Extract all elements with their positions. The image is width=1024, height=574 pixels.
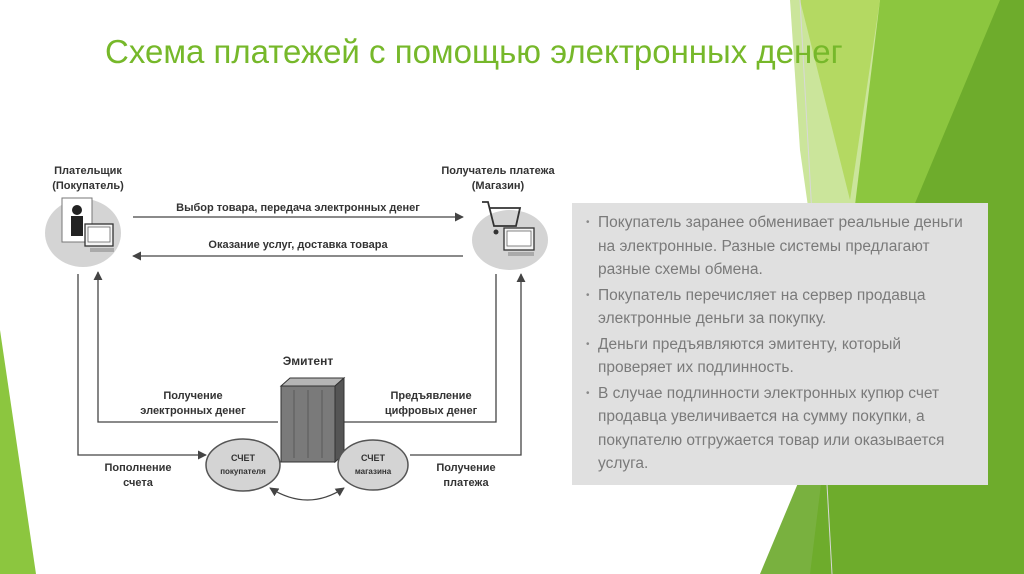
buyer-account-label-1: СЧЕТ — [231, 453, 256, 463]
server-icon — [279, 376, 346, 464]
issuer-label: Эмитент — [283, 354, 334, 368]
explanation-item-text: Покупатель перечисляет на сервер продавц… — [598, 286, 926, 328]
shop-account-label-1: СЧЕТ — [361, 453, 386, 463]
recipient-computer-icon — [503, 227, 535, 256]
payer-label-1: Плательщик — [54, 165, 122, 177]
right-bright-green-wedge — [800, 0, 880, 200]
arrow-receive-money — [93, 271, 278, 423]
explanation-item: • Покупатель заранее обменивает реальные … — [586, 211, 976, 282]
shop-account-node — [337, 439, 409, 491]
arrow-payment — [410, 273, 526, 456]
explanation-item-text: В случае подлинности электронных купюр с… — [598, 384, 945, 473]
payment-diagram: Плательщик (Покупатель) Получатель плате… — [45, 165, 556, 501]
receive-label-1: Получение — [163, 390, 222, 402]
payer-label-2: (Покупатель) — [52, 180, 124, 192]
buyer-account-label-2: покупателя — [220, 467, 266, 476]
arrow-topup — [77, 274, 207, 460]
present-label-1: Предъявление — [390, 390, 471, 402]
topup-label-1: Пополнение — [105, 462, 172, 474]
explanation-item: • Покупатель перечисляет на сервер продав… — [586, 284, 976, 331]
arrow-top-label: Выбор товара, передача электронных денег — [176, 202, 420, 214]
explanation-box: • Покупатель заранее обменивает реальные … — [572, 203, 988, 485]
explanation-list: • Покупатель заранее обменивает реальные … — [586, 211, 976, 476]
recipient-label-1: Получатель платежа — [441, 165, 555, 177]
explanation-item-text: Деньги предъявляются эмитенту, который п… — [598, 335, 902, 377]
buyer-account-node — [205, 438, 281, 492]
receive-label-2: электронных денег — [140, 405, 246, 417]
payment-label-2: платежа — [443, 477, 489, 489]
explanation-item: • Деньги предъявляются эмитенту, который … — [586, 333, 976, 380]
slide-title: Схема платежей с помощью электронных ден… — [105, 33, 843, 70]
present-label-2: цифровых денег — [385, 405, 478, 417]
topup-label-2: счета — [123, 477, 154, 489]
arrow-present-money — [335, 274, 497, 427]
bullet-icon: • — [586, 217, 590, 228]
recipient-label-2: (Магазин) — [472, 180, 525, 192]
bullet-icon: • — [586, 387, 590, 399]
explanation-item-text: Покупатель заранее обменивает реальные д… — [598, 214, 963, 278]
explanation-item: • В случае подлинности электронных купюр … — [586, 382, 976, 476]
left-green-stripe — [0, 330, 36, 574]
bullet-icon: • — [586, 289, 590, 301]
shop-account-label-2: магазина — [355, 467, 392, 476]
payment-label-1: Получение — [436, 462, 495, 474]
bullet-icon: • — [586, 338, 590, 350]
arrow-middle-label: Оказание услуг, доставка товара — [208, 239, 388, 251]
payer-computer-icon — [84, 223, 114, 252]
arrow-account-transfer — [269, 487, 345, 501]
